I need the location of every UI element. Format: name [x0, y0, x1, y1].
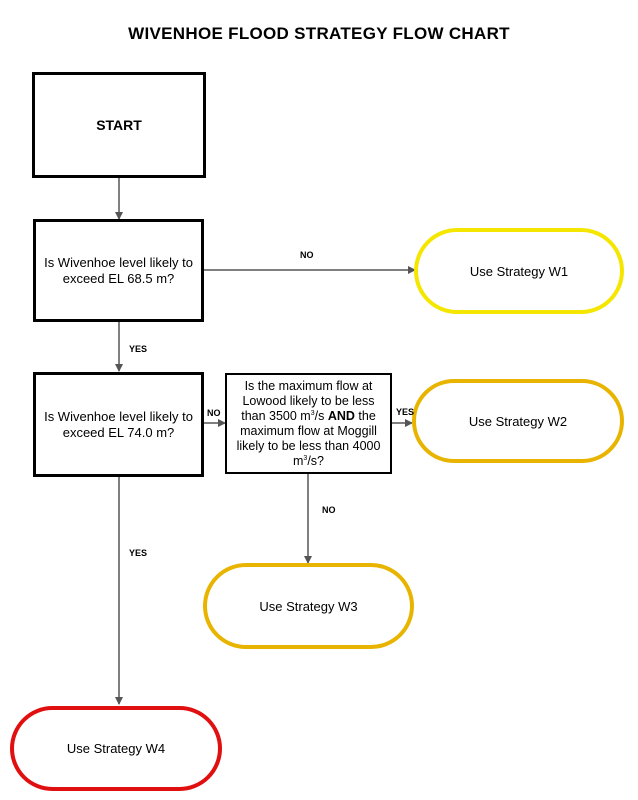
- decision-d1-box: Is Wivenhoe level likely to exceed EL 68…: [33, 219, 204, 322]
- label-d3-no: NO: [322, 505, 336, 515]
- label-d2-no: NO: [207, 408, 221, 418]
- label-d3-yes: YES: [396, 407, 415, 417]
- strategy-w1-terminal: Use Strategy W1: [414, 228, 624, 314]
- label-d2-yes: YES: [129, 548, 148, 558]
- strategy-w3-terminal: Use Strategy W3: [203, 563, 414, 649]
- decision-d3-box: Is the maximum flow at Lowood likely to …: [225, 373, 392, 474]
- decision-d2-text: Is Wivenhoe level likely to exceed EL 74…: [44, 408, 193, 440]
- label-d1-yes: YES: [129, 344, 148, 354]
- decision-d3-text: Is the maximum flow at Lowood likely to …: [236, 378, 381, 468]
- strategy-w4-terminal: Use Strategy W4: [10, 706, 222, 791]
- decision-d1-text: Is Wivenhoe level likely to exceed EL 68…: [44, 254, 193, 286]
- label-d1-no: NO: [300, 250, 314, 260]
- emphasis-and: AND: [327, 408, 355, 423]
- strategy-w2-terminal: Use Strategy W2: [412, 379, 624, 463]
- page-title: WIVENHOE FLOOD STRATEGY FLOW CHART: [128, 24, 510, 43]
- start-box: START: [32, 72, 206, 178]
- decision-d2-box: Is Wivenhoe level likely to exceed EL 74…: [33, 372, 204, 477]
